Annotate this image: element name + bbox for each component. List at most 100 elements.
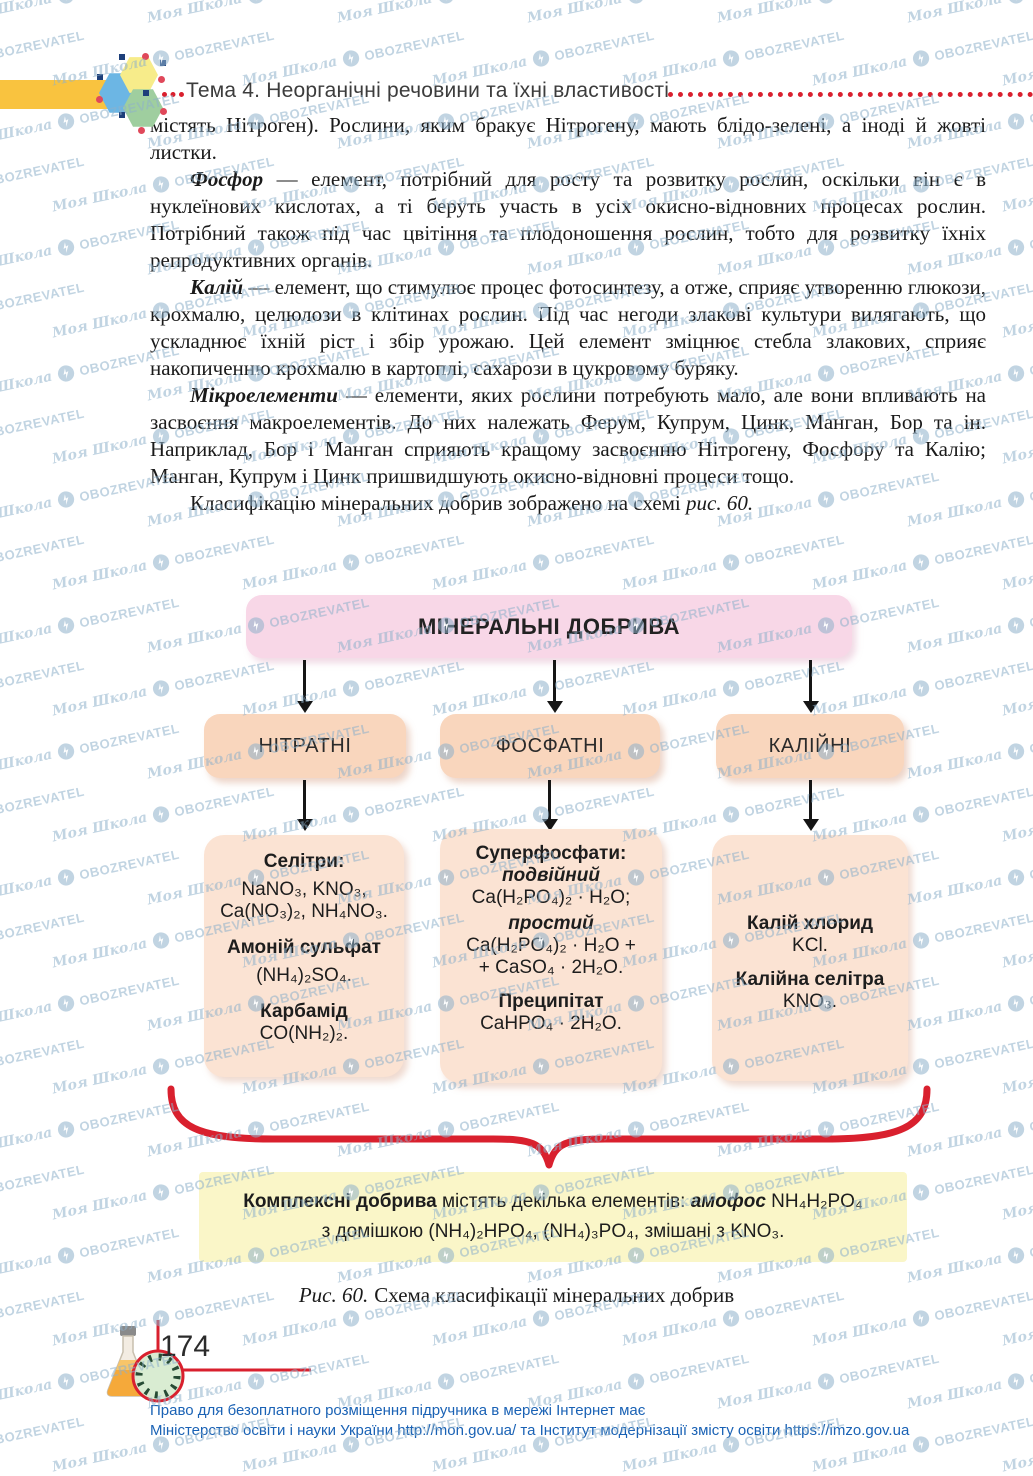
paragraph: Калій — елемент, що стимулює процес фото…: [150, 275, 986, 380]
paragraph: Фосфор — елемент, потрібний для росту та…: [150, 167, 986, 272]
navy-square-marker: [119, 54, 125, 60]
footer-legal: Право для безоплатного розміщення підруч…: [150, 1401, 986, 1441]
item-heading: Калій хлорид: [746, 913, 874, 934]
obozrevatel-logo-icon: [152, 932, 169, 949]
obozrevatel-logo-icon: [722, 50, 739, 67]
watermark: Моя Школа OBOZREVATEL: [0, 1161, 86, 1197]
item-heading: Калійна селітра: [735, 969, 885, 990]
watermark: Моя Школа OBOZREVATEL: [1000, 936, 1033, 972]
watermark: Моя Школа OBOZREVATEL: [1000, 1062, 1033, 1098]
obozrevatel-logo-icon: [912, 806, 929, 823]
red-dot-marker: [160, 108, 167, 115]
obozrevatel-logo-icon: [57, 1373, 74, 1390]
watermark: Моя Школа OBOZREVATEL: [0, 531, 86, 567]
watermark: Моя Школа OBOZREVATEL: [50, 531, 276, 594]
watermark: Моя Школа OBOZREVATEL: [905, 720, 1033, 783]
watermark: Моя Школа OBOZREVATEL: [0, 1098, 181, 1160]
note-line-1: Комплексні добрива містять декілька елем…: [243, 1191, 863, 1212]
watermark: Моя Школа OBOZREVATEL: [0, 153, 86, 189]
detail-box-nitrate: Селітри: NaNO₃, KNO₃, Ca(NO₃)₂, NH₄NO₃. …: [204, 835, 404, 1077]
obozrevatel-logo-icon: [342, 806, 359, 823]
arrow-down: [809, 660, 812, 702]
chemical-formula: (NH₄)₂SO₄.: [256, 965, 352, 986]
watermark: Моя Школа OBOZREVATEL: [0, 1224, 181, 1286]
dotted-line-left: [162, 92, 184, 97]
obozrevatel-logo-icon: [722, 1310, 739, 1327]
chemical-formula: NH₄H₂PO₄: [765, 1191, 863, 1212]
diagram-root-box: МІНЕРАЛЬНІ ДОБРИВА: [246, 595, 852, 658]
obozrevatel-logo-icon: [912, 1058, 929, 1075]
obozrevatel-logo-icon: [722, 806, 739, 823]
obozrevatel-logo-icon: [1007, 365, 1024, 382]
obozrevatel-logo-icon: [57, 743, 74, 760]
complex-fertilizers-note: Комплексні добрива містять декілька елем…: [199, 1172, 907, 1262]
obozrevatel-logo-icon: [152, 1184, 169, 1201]
term-phosphorus: Фосфор: [190, 167, 264, 191]
red-dot-marker: [142, 53, 149, 60]
note-line-2: з домішкою (NH₄)₂HPO₄, (NH₄)₃PO₄, змішан…: [321, 1221, 785, 1242]
watermark: Моя Школа OBOZREVATEL: [240, 657, 466, 720]
watermark: Моя Школа OBOZREVATEL: [1000, 684, 1033, 720]
obozrevatel-logo-icon: [1007, 617, 1024, 634]
page-number-block: 174: [96, 1318, 316, 1413]
obozrevatel-logo-icon: [532, 1310, 549, 1327]
figure-reference: рис. 60.: [686, 491, 754, 515]
item-heading: Преципітат: [498, 991, 604, 1012]
obozrevatel-logo-icon: [817, 1373, 834, 1390]
obozrevatel-logo-icon: [1007, 1373, 1024, 1390]
figure-number: Рис. 60.: [298, 1283, 369, 1307]
curly-brace: [167, 1085, 931, 1169]
paragraph: Класифікацію мінеральних добрив зображен…: [190, 491, 754, 515]
watermark: Моя Школа OBOZREVATEL: [50, 657, 276, 720]
watermark: Моя Школа OBOZREVATEL: [0, 657, 86, 693]
navy-square-marker: [97, 74, 103, 80]
chemical-formula: Ca(H₂PO₄)₂ · H₂O +: [466, 935, 636, 956]
obozrevatel-logo-icon: [437, 0, 454, 4]
branch-box-potassium: КАЛІЙНІ: [716, 714, 904, 778]
obozrevatel-logo-icon: [532, 50, 549, 67]
arrow-down: [553, 660, 556, 702]
obozrevatel-logo-icon: [627, 0, 644, 4]
arrow-down: [303, 660, 306, 702]
watermark: Моя Школа OBOZREVATEL: [620, 531, 846, 594]
watermark: Моя Школа OBOZREVATEL: [905, 594, 1033, 657]
watermark: Моя Школа OBOZREVATEL: [526, 0, 751, 27]
obozrevatel-logo-icon: [57, 491, 74, 508]
obozrevatel-logo-icon: [342, 680, 359, 697]
flask-clock-icon: [106, 1320, 311, 1403]
obozrevatel-logo-icon: [57, 1247, 74, 1264]
watermark: Моя Школа OBOZREVATEL: [430, 531, 656, 594]
dotted-line-right: [668, 92, 1033, 97]
note-term-amofos: амофос: [690, 1191, 766, 1212]
chemical-formula: Ca(H₂PO₄)₂ · H₂O;: [471, 887, 631, 908]
watermark: Моя Школа OBOZREVATEL: [0, 0, 181, 27]
watermark: Моя Школа OBOZREVATEL: [0, 909, 86, 945]
obozrevatel-logo-icon: [152, 1058, 169, 1075]
item-heading: Суперфосфати:: [475, 843, 627, 864]
watermark: Моя Школа OBOZREVATEL: [0, 846, 181, 908]
obozrevatel-logo-icon: [912, 1184, 929, 1201]
obozrevatel-logo-icon: [912, 932, 929, 949]
obozrevatel-logo-icon: [57, 239, 74, 256]
navy-square-marker: [160, 60, 166, 66]
watermark: Моя Школа OBOZREVATEL: [1000, 810, 1033, 846]
obozrevatel-logo-icon: [57, 365, 74, 382]
obozrevatel-logo-icon: [247, 0, 264, 4]
obozrevatel-logo-icon: [57, 0, 74, 4]
watermark: Моя Школа OBOZREVATEL: [1000, 558, 1033, 594]
obozrevatel-logo-icon: [342, 554, 359, 571]
term-microelements: Мікроелементи: [190, 383, 338, 407]
paragraph: містять Нітроген). Рослини, яким бракує …: [150, 113, 986, 164]
chemical-formula: CaHPO₄ · 2H₂O.: [480, 1013, 622, 1034]
obozrevatel-logo-icon: [912, 1310, 929, 1327]
chapter-title: Тема 4. Неорганічні речовини та їхні вла…: [186, 79, 670, 102]
watermark: Моя Школа OBOZREVATEL: [146, 0, 371, 27]
watermark: Моя Школа OBOZREVATEL: [905, 972, 1033, 1035]
watermark: Моя Школа OBOZREVATEL: [906, 0, 1033, 27]
paragraph: Мікроелементи — елементи, яких рослини п…: [150, 383, 986, 488]
obozrevatel-logo-icon: [1007, 491, 1024, 508]
obozrevatel-logo-icon: [1007, 1121, 1024, 1138]
watermark: Моя Школа OBOZREVATEL: [0, 279, 86, 315]
note-lead: Комплексні добрива: [243, 1191, 437, 1212]
